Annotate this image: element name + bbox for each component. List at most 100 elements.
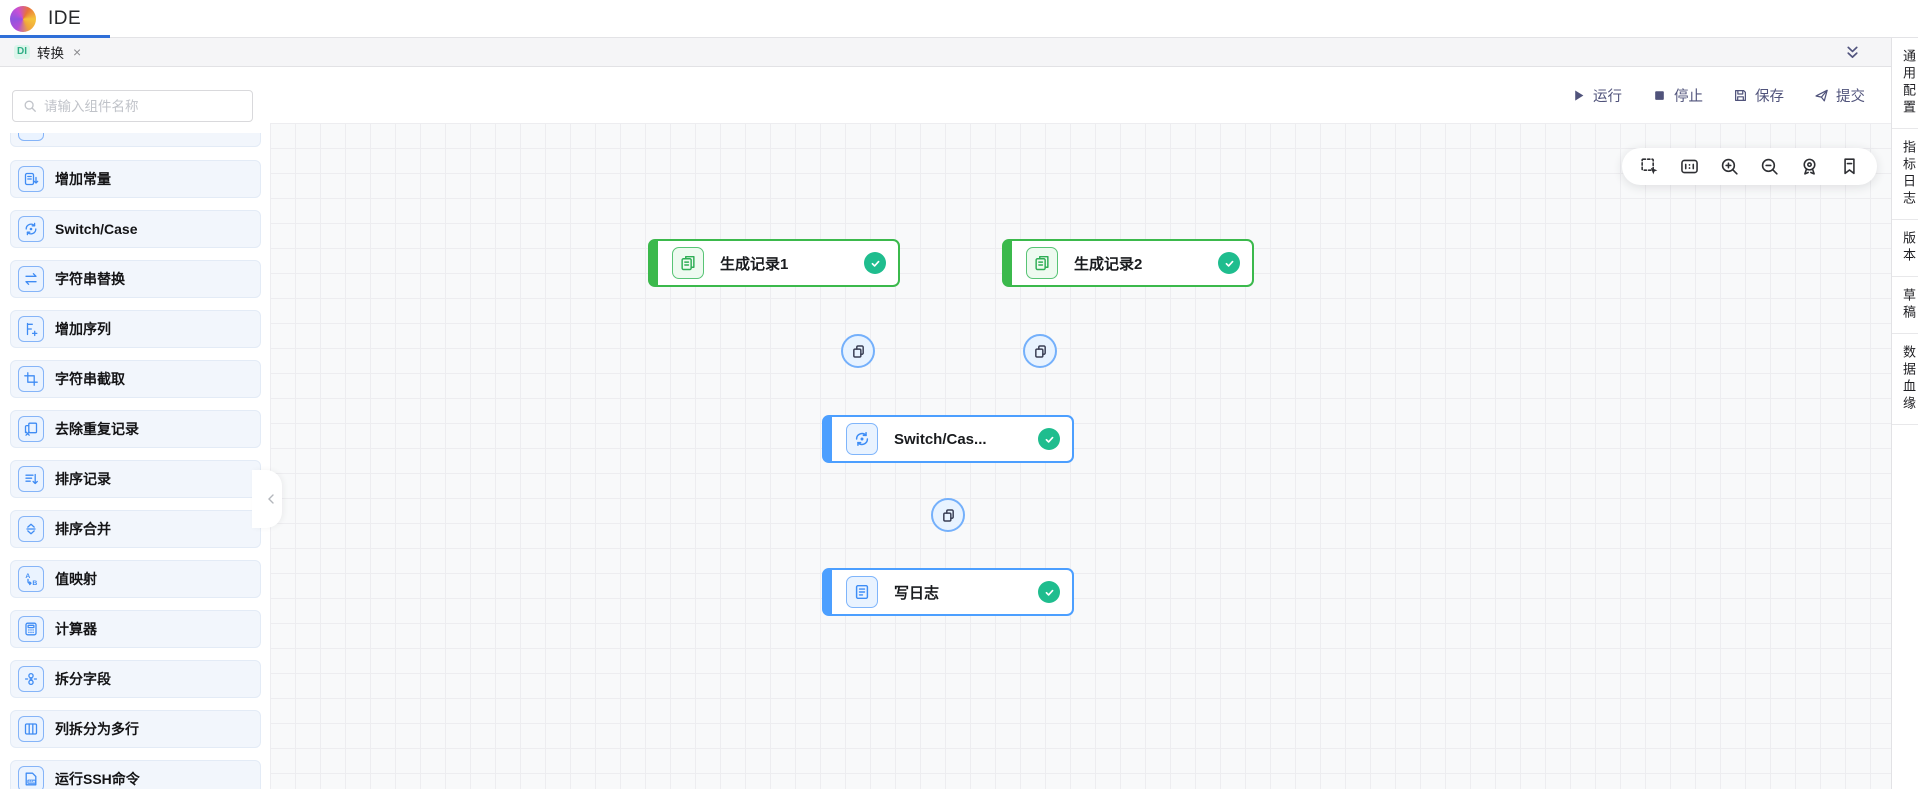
right-panel-tab-draft[interactable]: 草稿: [1892, 277, 1918, 334]
app-title: IDE: [48, 7, 82, 29]
sort-records-icon: [18, 466, 44, 492]
status-success-icon: [864, 252, 886, 274]
sidebar-item-add-sequence[interactable]: 增加序列: [10, 310, 261, 348]
node-label: Switch/Cas...: [894, 430, 987, 448]
sidebar-item-label: 字符串替换: [55, 271, 125, 287]
sidebar-item-string-cut[interactable]: 字符串截取: [10, 360, 261, 398]
double-chevron-down-icon: [1847, 46, 1858, 58]
right-panel-tabs: 通用配置指标日志版本草稿数据血缘: [1891, 38, 1918, 789]
run-button[interactable]: 运行: [1571, 85, 1622, 106]
sidebar-item-label: 值映射: [55, 571, 97, 587]
zoom-out-icon[interactable]: [1759, 156, 1780, 177]
stop-button[interactable]: 停止: [1652, 85, 1703, 106]
tab-label: 转换: [37, 46, 64, 61]
run-icon: [1571, 88, 1586, 103]
sidebar-item-calculator[interactable]: 计算器: [10, 610, 261, 648]
app-header: IDE: [0, 0, 1918, 38]
node-accent-bar: [824, 570, 832, 614]
tab-close-icon[interactable]: ×: [73, 44, 82, 60]
string-replace-icon: [18, 266, 44, 292]
sidebar-item-string-replace[interactable]: 字符串替换: [10, 260, 261, 298]
node-accent-bar: [1004, 241, 1012, 285]
edge-gen2-switch-copy-icon[interactable]: [1023, 334, 1057, 368]
bookmark-icon[interactable]: [1839, 156, 1860, 177]
tab-transform[interactable]: DI 转换 ×: [14, 42, 81, 62]
right-panel-tab-general-config[interactable]: 通用配置: [1892, 38, 1918, 129]
node-gen2[interactable]: 生成记录2: [1002, 239, 1254, 287]
sidebar-item-dedupe-records[interactable]: 去除重复记录: [10, 410, 261, 448]
node-switch[interactable]: Switch/Cas...: [822, 415, 1074, 463]
marquee-select-icon[interactable]: [1639, 156, 1660, 177]
node-label: 写日志: [894, 584, 940, 602]
add-sequence-icon: [18, 316, 44, 342]
sidebar-item-label: 增加序列: [55, 321, 111, 337]
add-constant-icon: [18, 166, 44, 192]
locate-icon[interactable]: [1799, 156, 1820, 177]
sidebar-item-label: 排序合并: [55, 521, 111, 537]
zoom-in-icon[interactable]: [1719, 156, 1740, 177]
right-panel-tab-version[interactable]: 版本: [1892, 220, 1918, 277]
sidebar-collapse-button[interactable]: [252, 470, 282, 528]
right-panel-tab-data-lineage[interactable]: 数据血缘: [1892, 334, 1918, 425]
node-label: 生成记录2: [1074, 255, 1143, 273]
edge-gen1-switch-copy-icon[interactable]: [841, 334, 875, 368]
sidebar-item-label: 列拆分为多行: [55, 721, 139, 737]
run-ssh-icon: SSH: [18, 766, 44, 789]
svg-text:A: A: [25, 573, 30, 580]
switch-case-icon: [846, 423, 878, 455]
tab-bar: DI 转换 ×: [0, 38, 1891, 67]
edge-switch-log-copy-icon[interactable]: [931, 498, 965, 532]
stop-icon: [1652, 88, 1667, 103]
sidebar-item-split-field[interactable]: 拆分字段: [10, 660, 261, 698]
canvas-actions-bar: 运行 停止 保存 提交: [270, 67, 1891, 123]
status-success-icon: [1038, 428, 1060, 450]
node-gen1[interactable]: 生成记录1: [648, 239, 900, 287]
sidebar-item-label: 字符串截取: [55, 371, 125, 387]
sort-merge-icon: [18, 516, 44, 542]
component-icon: [18, 133, 44, 141]
sidebar-item-label: 计算器: [55, 621, 97, 637]
sidebar-item-label: 增加常量: [55, 171, 111, 187]
app-logo-icon: [10, 5, 36, 32]
save-button[interactable]: 保存: [1733, 85, 1784, 106]
node-log[interactable]: 写日志: [822, 568, 1074, 616]
tab-type-badge: DI: [14, 45, 30, 59]
minimap-icon[interactable]: [1679, 156, 1700, 177]
component-list: 增加常量 Switch/Case 字符串替换增加序列字符串截取去除重复记录排序记录排…: [0, 133, 270, 789]
save-label: 保存: [1755, 88, 1784, 105]
search-input[interactable]: [44, 98, 242, 114]
node-accent-bar: [824, 417, 832, 461]
chevron-left-icon: [268, 494, 274, 504]
tabs-collapse-button[interactable]: [1844, 44, 1861, 61]
right-panel-tab-metric-logs[interactable]: 指标日志: [1892, 129, 1918, 220]
sidebar-item-sort-records[interactable]: 排序记录: [10, 460, 261, 498]
sidebar-item-partial[interactable]: [10, 133, 261, 148]
run-label: 运行: [1593, 88, 1622, 105]
calculator-icon: [18, 616, 44, 642]
component-sidebar: 增加常量 Switch/Case 字符串替换增加序列字符串截取去除重复记录排序记录排…: [0, 67, 270, 789]
status-success-icon: [1218, 252, 1240, 274]
component-search[interactable]: [12, 90, 253, 122]
status-success-icon: [1038, 581, 1060, 603]
submit-button[interactable]: 提交: [1814, 85, 1865, 106]
sidebar-item-column-split-rows[interactable]: 列拆分为多行: [10, 710, 261, 748]
sidebar-item-label: 拆分字段: [55, 671, 111, 687]
sidebar-item-switch-case[interactable]: Switch/Case: [10, 210, 261, 248]
sidebar-item-label: 去除重复记录: [55, 421, 139, 437]
string-cut-icon: [18, 366, 44, 392]
active-tab-indicator: [0, 35, 110, 38]
generate-records-icon: [672, 247, 704, 279]
sidebar-item-label: 排序记录: [55, 471, 111, 487]
save-icon: [1733, 88, 1748, 103]
split-field-icon: [18, 666, 44, 692]
canvas-grid[interactable]: [270, 123, 1891, 789]
dedupe-records-icon: [18, 416, 44, 442]
sidebar-item-add-constant[interactable]: 增加常量: [10, 160, 261, 198]
svg-text:B: B: [32, 580, 37, 587]
sidebar-item-sort-merge[interactable]: 排序合并: [10, 510, 261, 548]
